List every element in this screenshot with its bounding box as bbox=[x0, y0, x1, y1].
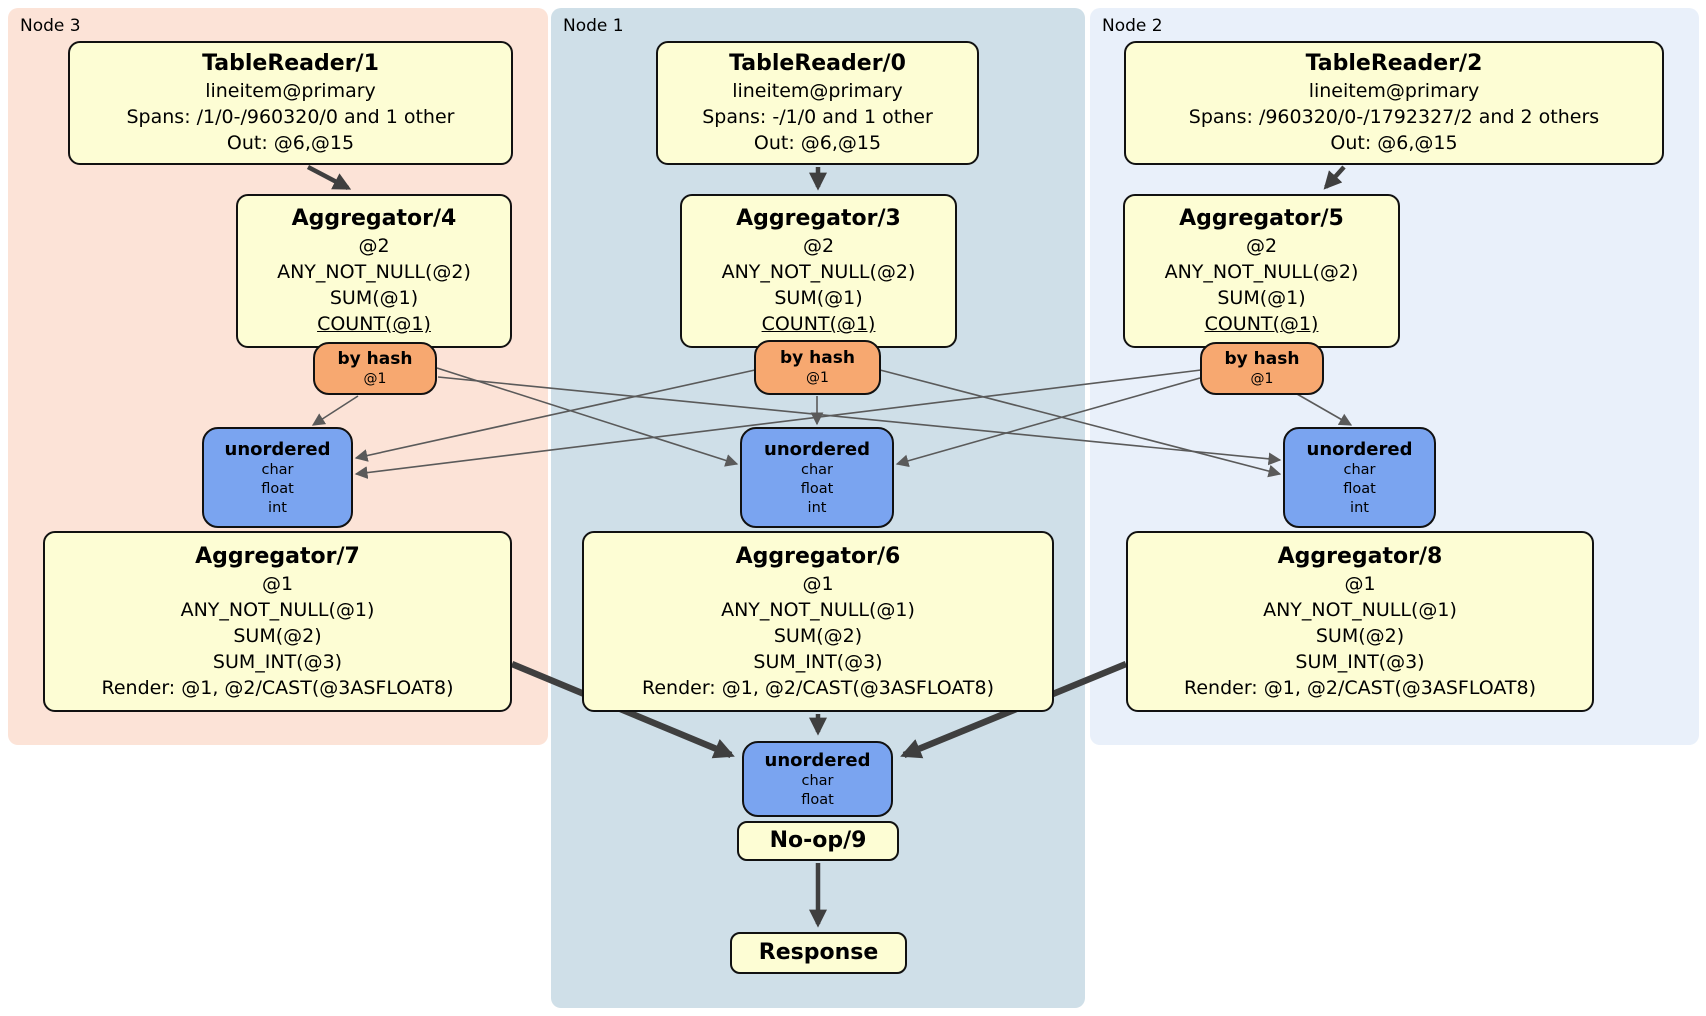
sync-title: unordered bbox=[764, 749, 871, 771]
processor-title: Aggregator/7 bbox=[195, 543, 360, 569]
processor-detail: @1 bbox=[802, 572, 834, 595]
processor-detail: ANY_NOT_NULL(@1) bbox=[180, 598, 375, 621]
processor-title: TableReader/1 bbox=[202, 51, 379, 76]
processor-detail: Out: @6,@15 bbox=[226, 132, 355, 154]
processor-title: Aggregator/8 bbox=[1277, 543, 1443, 569]
sync-column: char bbox=[800, 461, 833, 478]
processor-tablereader-2: TableReader/2 lineitem@primary Spans: /9… bbox=[1124, 41, 1664, 165]
processor-detail: ANY_NOT_NULL(@2) bbox=[721, 261, 916, 283]
processor-detail: Spans: /960320/0-/1792327/2 and 2 others bbox=[1188, 106, 1600, 128]
processor-detail: Render: @1, @2/CAST(@3ASFLOAT8) bbox=[642, 676, 994, 699]
processor-detail: lineitem@primary bbox=[1308, 80, 1480, 102]
processor-detail: Spans: /1/0-/960320/0 and 1 other bbox=[126, 106, 455, 128]
processor-aggregator-4: Aggregator/4 @2 ANY_NOT_NULL(@2) SUM(@1)… bbox=[236, 194, 512, 348]
processor-detail: COUNT(@1) bbox=[317, 313, 431, 335]
processor-tablereader-1: TableReader/1 lineitem@primary Spans: /1… bbox=[68, 41, 513, 165]
processor-detail: ANY_NOT_NULL(@2) bbox=[1164, 261, 1359, 283]
processor-title: TableReader/0 bbox=[729, 51, 906, 76]
processor-aggregator-5: Aggregator/5 @2 ANY_NOT_NULL(@2) SUM(@1)… bbox=[1123, 194, 1400, 348]
processor-detail: SUM(@1) bbox=[329, 287, 419, 309]
processor-detail: ANY_NOT_NULL(@2) bbox=[277, 261, 471, 283]
processor-title: Aggregator/6 bbox=[735, 543, 901, 569]
processor-detail: SUM_INT(@3) bbox=[1295, 650, 1425, 673]
processor-detail: ANY_NOT_NULL(@1) bbox=[1263, 598, 1457, 621]
processor-detail: @2 bbox=[802, 235, 835, 257]
processor-detail: @2 bbox=[1245, 235, 1278, 257]
sync-column: int bbox=[1350, 499, 1369, 516]
router-by-hash-node1: by hash @1 bbox=[754, 340, 881, 395]
sync-column: float bbox=[1343, 480, 1376, 497]
processor-title: Aggregator/5 bbox=[1179, 206, 1344, 231]
processor-response: Response bbox=[730, 932, 907, 974]
processor-detail: SUM_INT(@3) bbox=[212, 650, 343, 673]
router-columns: @1 bbox=[806, 369, 829, 386]
sync-column: float bbox=[261, 480, 294, 497]
processor-detail: @1 bbox=[1344, 572, 1376, 595]
processor-detail: Render: @1, @2/CAST(@3ASFLOAT8) bbox=[1184, 676, 1536, 699]
processor-tablereader-0: TableReader/0 lineitem@primary Spans: -/… bbox=[656, 41, 979, 165]
processor-detail: Spans: -/1/0 and 1 other bbox=[702, 106, 933, 128]
processor-aggregator-3: Aggregator/3 @2 ANY_NOT_NULL(@2) SUM(@1)… bbox=[680, 194, 957, 348]
sync-title: unordered bbox=[1306, 438, 1413, 460]
processor-detail: @2 bbox=[358, 235, 390, 257]
sync-unordered-node1: unordered char float int bbox=[740, 427, 894, 528]
sync-title: unordered bbox=[764, 438, 870, 460]
sync-column: char bbox=[801, 772, 834, 789]
processor-aggregator-7: Aggregator/7 @1 ANY_NOT_NULL(@1) SUM(@2)… bbox=[43, 531, 512, 712]
processor-detail: SUM_INT(@3) bbox=[753, 650, 883, 673]
sync-unordered-node2: unordered char float int bbox=[1283, 427, 1436, 528]
processor-detail: Out: @6,@15 bbox=[753, 132, 882, 154]
sync-column: char bbox=[261, 461, 294, 478]
node-region-1-label: Node 1 bbox=[563, 16, 624, 36]
processor-title: Aggregator/4 bbox=[291, 206, 457, 231]
router-title: by hash bbox=[780, 347, 855, 368]
processor-detail: SUM(@2) bbox=[773, 624, 863, 647]
processor-detail: SUM(@2) bbox=[1315, 624, 1405, 647]
router-title: by hash bbox=[1224, 348, 1300, 369]
sync-title: unordered bbox=[224, 438, 331, 460]
processor-aggregator-6: Aggregator/6 @1 ANY_NOT_NULL(@1) SUM(@2)… bbox=[582, 531, 1054, 712]
processor-detail: @1 bbox=[261, 572, 294, 595]
sync-column: int bbox=[807, 499, 827, 516]
processor-noop-9: No-op/9 bbox=[737, 821, 899, 861]
router-by-hash-node3: by hash @1 bbox=[313, 342, 437, 395]
processor-detail: SUM(@2) bbox=[233, 624, 322, 647]
processor-title: Response bbox=[758, 940, 879, 965]
processor-detail: SUM(@1) bbox=[774, 287, 863, 309]
processor-detail: lineitem@primary bbox=[732, 80, 903, 102]
processor-aggregator-8: Aggregator/8 @1 ANY_NOT_NULL(@1) SUM(@2)… bbox=[1126, 531, 1594, 712]
processor-detail: ANY_NOT_NULL(@1) bbox=[721, 598, 915, 621]
router-columns: @1 bbox=[1250, 370, 1274, 387]
sync-unordered-final: unordered char float bbox=[742, 741, 893, 817]
processor-detail: Render: @1, @2/CAST(@3ASFLOAT8) bbox=[101, 676, 454, 699]
node-region-3-label: Node 3 bbox=[20, 16, 81, 36]
processor-detail: COUNT(@1) bbox=[1204, 313, 1319, 335]
processor-detail: SUM(@1) bbox=[1217, 287, 1306, 309]
processor-title: TableReader/2 bbox=[1305, 51, 1483, 76]
node-region-2-label: Node 2 bbox=[1102, 16, 1163, 36]
sync-column: float bbox=[800, 480, 834, 497]
sync-column: float bbox=[801, 791, 834, 808]
sync-unordered-node3: unordered char float int bbox=[202, 427, 353, 528]
sync-column: int bbox=[268, 499, 287, 516]
processor-detail: lineitem@primary bbox=[205, 80, 376, 102]
router-title: by hash bbox=[337, 348, 413, 369]
processor-detail: COUNT(@1) bbox=[761, 313, 876, 335]
processor-title: No-op/9 bbox=[769, 828, 867, 853]
router-by-hash-node2: by hash @1 bbox=[1200, 342, 1324, 395]
processor-title: Aggregator/3 bbox=[736, 206, 901, 231]
sync-column: char bbox=[1343, 461, 1376, 478]
processor-detail: Out: @6,@15 bbox=[1330, 132, 1458, 154]
router-columns: @1 bbox=[363, 370, 387, 387]
